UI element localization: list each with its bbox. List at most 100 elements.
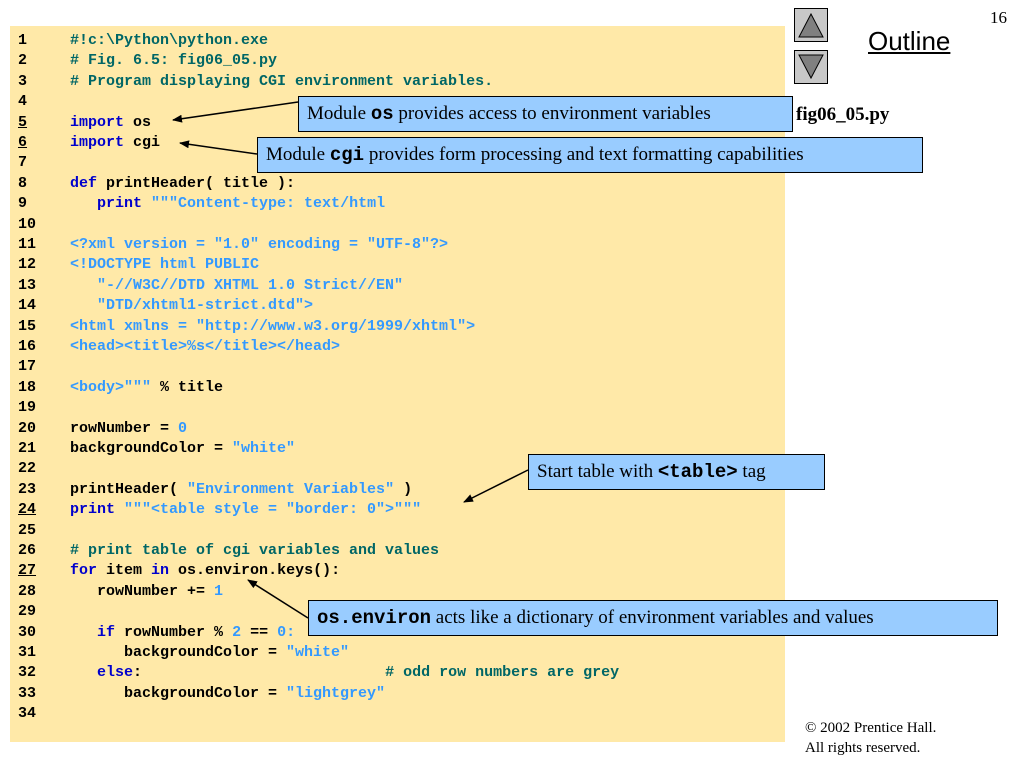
outline-link[interactable]: Outline <box>868 26 951 56</box>
code-token: cgi <box>124 134 161 151</box>
code-token: % title <box>151 378 224 396</box>
code-token: "Environment Variables" <box>187 480 395 498</box>
code-text: rowNumber += 1 <box>70 582 223 602</box>
code-line: 25 <box>10 521 785 541</box>
code-line: 1 #!c:\Python\python.exe <box>10 31 785 51</box>
code-token: import <box>70 113 125 131</box>
code-text: <!DOCTYPE html PUBLIC <box>70 255 259 275</box>
line-number: 34 <box>18 705 37 723</box>
line-number: 14 <box>18 297 37 315</box>
code-token: os <box>124 113 152 131</box>
callout-environ: os.environ acts like a dictionary of env… <box>308 600 998 636</box>
code-token <box>70 624 97 641</box>
code-line: 21 backgroundColor = "white" <box>10 439 785 459</box>
code-text: # print table of cgi variables and value… <box>70 541 439 561</box>
copyright-line-2: All rights reserved. <box>805 740 921 756</box>
code-token: backgroundColor = <box>70 440 233 457</box>
line-number: 22 <box>18 460 37 478</box>
code-token: printHeader( title ): <box>97 174 296 192</box>
code-line: 12<!DOCTYPE html PUBLIC <box>10 255 785 275</box>
code-token: <head><title>%s</title></head> <box>70 338 341 355</box>
code-text: "DTD/xhtml1-strict.dtd"> <box>70 296 313 316</box>
code-token: "white" <box>232 440 296 457</box>
line-number: 28 <box>18 582 37 600</box>
code-token: backgroundColor = <box>70 644 287 661</box>
code-text: backgroundColor = "white" <box>70 643 349 663</box>
code-text: rowNumber = 0 <box>70 419 187 439</box>
code-token: if <box>97 623 116 641</box>
nav-up-button[interactable] <box>794 8 828 42</box>
line-number: 13 <box>18 276 37 294</box>
code-line: 13 "-//W3C//DTD XHTML 1.0 Strict//EN" <box>10 276 785 296</box>
code-line: 24 print """<table style = "border: 0">""… <box>10 500 785 520</box>
line-number: 7 <box>18 154 28 172</box>
code-text: <head><title>%s</title></head> <box>70 337 340 357</box>
code-token: # Fig. 6.5: fig06_05.py <box>70 52 278 70</box>
code-token: 2 <box>232 623 242 641</box>
callout-cgi: Module cgi provides form processing and … <box>257 137 923 173</box>
code-token: <html xmlns = "http://www.w3.org/1999/xh… <box>70 317 476 335</box>
line-number: 33 <box>18 684 37 702</box>
line-number: 29 <box>18 603 37 621</box>
code-line: 19 <box>10 398 785 418</box>
code-text: <?xml version = "1.0" encoding = "UTF-8"… <box>70 235 448 255</box>
line-number: 1 <box>18 32 28 49</box>
code-line: 4 <box>10 92 785 112</box>
line-number: 25 <box>18 521 37 539</box>
code-token: : <box>133 664 143 682</box>
callout-os: Module os provides access to environment… <box>298 96 793 132</box>
code-text: print """<table style = "border: 0">""" <box>70 500 421 520</box>
code-token: ) <box>394 480 413 498</box>
code-token: print <box>97 195 143 213</box>
code-text: def printHeader( title ): <box>70 174 295 194</box>
code-line: 18 <body>""" % title <box>10 378 785 398</box>
code-token: os.environ.keys(): <box>169 562 341 580</box>
line-number: 24 <box>18 501 37 519</box>
code-line: 16<head><title>%s</title></head> <box>10 337 785 357</box>
code-text: backgroundColor = "white" <box>70 439 295 459</box>
code-text: printHeader( "Environment Variables" ) <box>70 480 412 500</box>
code-token: for <box>70 562 98 580</box>
line-number: 30 <box>18 623 37 641</box>
code-line: 34 <box>10 704 785 724</box>
code-token: #!c:\Python\python.exe <box>70 32 269 49</box>
code-text: else: # odd row numbers are grey <box>70 663 619 683</box>
code-line: 6 import cgi <box>10 133 785 153</box>
triangle-up-icon <box>798 12 824 38</box>
triangle-down-icon <box>798 54 824 80</box>
code-token: """<table style = "border: 0">""" <box>115 501 422 519</box>
code-line: 7 <box>10 153 785 173</box>
code-line: 27 for item in os.environ.keys(): <box>10 561 785 581</box>
line-number: 4 <box>18 93 28 111</box>
line-number: 18 <box>18 378 37 396</box>
code-token: item <box>97 562 152 580</box>
nav-down-button[interactable] <box>794 50 828 84</box>
code-token: "-//W3C//DTD XHTML 1.0 Strict//EN" <box>70 276 404 294</box>
page-number: 16 <box>990 8 1007 27</box>
line-number: 31 <box>18 644 37 661</box>
code-token: """Content-type: text/html <box>142 195 386 213</box>
code-line: 28 rowNumber += 1 <box>10 582 785 602</box>
code-token: in <box>151 562 170 580</box>
code-line: 10 <box>10 215 785 235</box>
code-token: rowNumber = <box>70 419 179 437</box>
line-number: 8 <box>18 174 28 192</box>
code-token: rowNumber % <box>115 623 233 641</box>
line-number: 6 <box>18 134 28 151</box>
code-token: import <box>70 134 125 151</box>
code-text: print """Content-type: text/html <box>70 194 385 214</box>
code-text: backgroundColor = "lightgrey" <box>70 684 385 704</box>
line-number: 21 <box>18 440 37 457</box>
code-token: <body>""" <box>70 378 152 396</box>
code-token: 0 <box>178 419 188 437</box>
code-text: <html xmlns = "http://www.w3.org/1999/xh… <box>70 317 475 337</box>
code-token <box>142 664 385 681</box>
code-text: "-//W3C//DTD XHTML 1.0 Strict//EN" <box>70 276 403 296</box>
code-token: 0: <box>277 623 296 641</box>
line-number: 27 <box>18 562 37 580</box>
file-name-label: fig06_05.py <box>796 104 890 125</box>
line-number: 11 <box>18 236 37 253</box>
